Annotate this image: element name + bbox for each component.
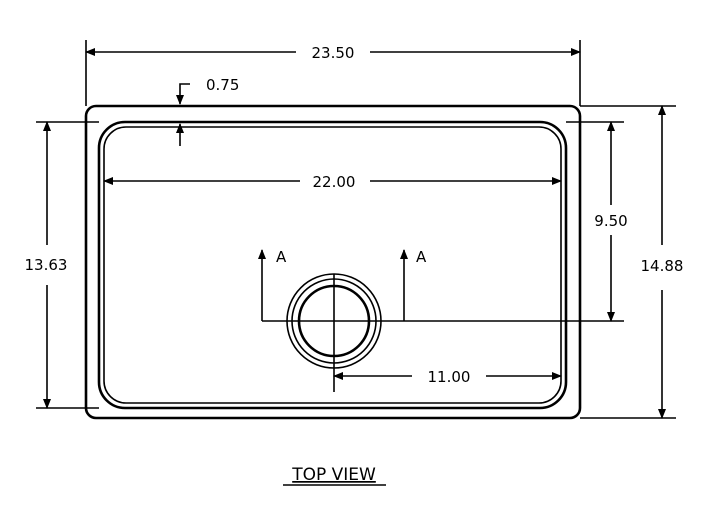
dimension-label-drain-back-offset: 9.50 [594,212,627,230]
drain [262,273,404,392]
bowl-outline-inner [103,126,562,404]
dimension-drain-side-offset: 11.00 [333,368,562,386]
section-label-left: A [276,248,287,266]
dimension-label-rim-offset: 0.75 [206,76,239,94]
view-title: TOP VIEW [291,465,376,485]
section-marker-left: A [258,248,287,321]
dimension-label-bowl-depth: 13.63 [25,256,68,274]
dimension-label-overall-width: 23.50 [312,44,355,62]
dimension-bowl-width: 22.00 [103,173,562,191]
dimension-overall-depth: 14.88 [580,105,684,419]
section-marker-right: A [400,248,427,321]
dimension-bowl-depth: 13.63 [25,121,99,409]
dimension-overall-width: 23.50 [85,40,581,106]
dimension-label-drain-side-offset: 11.00 [428,368,471,386]
dimension-drain-back-offset: 9.50 [404,121,628,322]
dimension-label-bowl-width: 22.00 [313,173,356,191]
dimension-label-overall-depth: 14.88 [641,257,684,275]
outer-rim-outline [84,104,582,420]
bowl-outline-outer [97,120,568,410]
section-label-right: A [416,248,427,266]
dimension-rim-offset: 0.75 [176,76,239,146]
